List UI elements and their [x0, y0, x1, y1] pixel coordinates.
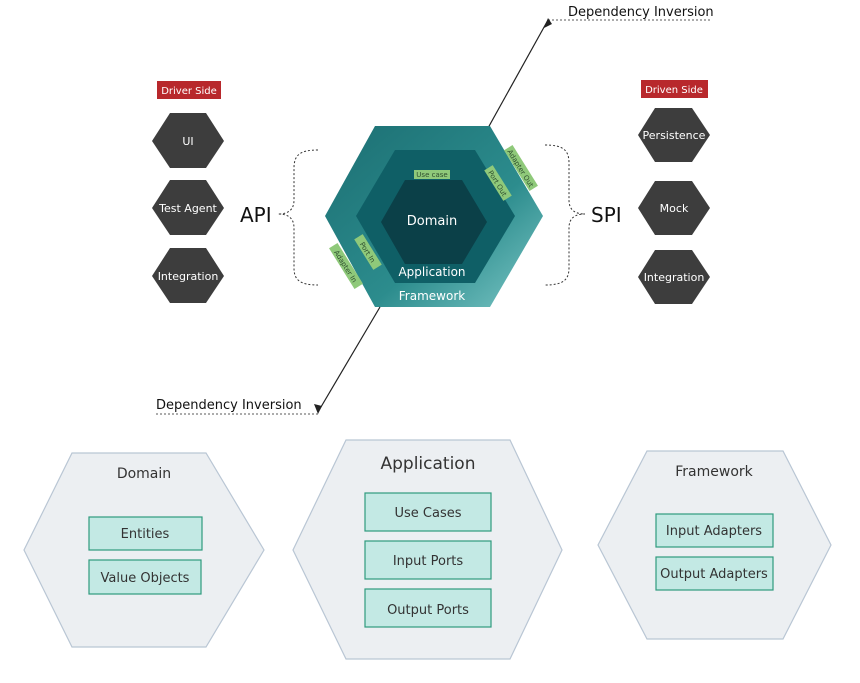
dependency-inversion-top-arrow: [487, 19, 549, 129]
framework-item-output-adapters: Output Adapters: [660, 567, 768, 582]
application-box-output-ports: [364, 588, 492, 628]
driven-side-label: Driven Side: [645, 85, 703, 96]
application-layer-label: Application: [398, 265, 465, 279]
driver-side-tag: [157, 81, 221, 99]
framework-panel-title: Framework: [675, 464, 753, 480]
central-hexagon: Framework Application Domain Use case Po…: [325, 126, 543, 307]
use-case-port-tag: [414, 170, 450, 179]
spi-brace: [544, 144, 586, 286]
arrowhead-top-icon: [544, 18, 552, 28]
driver-item-test-agent: Test Agent: [158, 202, 217, 215]
application-item-output-ports: Output Ports: [387, 603, 469, 618]
framework-box-output-adapters: [655, 556, 774, 591]
application-box-use-cases: [364, 492, 492, 532]
driven-item-mock: Mock: [660, 202, 689, 215]
domain-box-entities: [88, 516, 203, 551]
driven-hex-integration: [638, 250, 710, 304]
driver-hex-integration: [152, 248, 224, 303]
driven-item-integration: Integration: [644, 271, 705, 284]
api-brace: [277, 149, 319, 286]
domain-hex: [381, 180, 487, 264]
dependency-inversion-top: Dependency Inversion: [487, 5, 714, 129]
domain-panel: Domain Entities Value Objects: [23, 452, 265, 648]
dependency-inversion-bottom: Dependency Inversion: [156, 306, 381, 415]
dependency-inversion-top-label: Dependency Inversion: [568, 5, 714, 20]
driver-item-ui: UI: [182, 135, 193, 148]
application-box-input-ports: [364, 540, 492, 580]
domain-item-value-objects: Value Objects: [101, 571, 190, 586]
driver-side-label: Driver Side: [161, 86, 217, 97]
spi-label: SPI: [591, 203, 622, 227]
application-item-input-ports: Input Ports: [393, 554, 464, 569]
driver-hex-ui: [152, 113, 224, 168]
api-label: API: [240, 203, 272, 227]
application-panel: Application Use Cases Input Ports Output…: [292, 439, 563, 660]
framework-panel: Framework Input Adapters Output Adapters: [597, 450, 832, 640]
domain-item-entities: Entities: [121, 527, 170, 542]
dependency-inversion-bottom-arrow: [317, 306, 381, 413]
application-panel-title: Application: [381, 454, 476, 474]
driver-hex-test-agent: [152, 180, 224, 235]
application-item-use-cases: Use Cases: [394, 506, 461, 521]
driven-side-group: Driven Side Persistence Mock Integration: [638, 80, 710, 304]
domain-box-value-objects: [88, 559, 202, 595]
driven-side-tag: [641, 80, 708, 98]
domain-layer-label: Domain: [407, 214, 457, 229]
driver-item-integration: Integration: [158, 270, 219, 283]
arrowhead-bottom-icon: [314, 404, 322, 414]
driven-hex-persistence: [638, 108, 710, 162]
framework-item-input-adapters: Input Adapters: [666, 524, 762, 539]
domain-panel-title: Domain: [117, 466, 171, 482]
use-case-port-label: Use case: [416, 171, 447, 179]
dependency-inversion-bottom-label: Dependency Inversion: [156, 398, 302, 413]
framework-box-input-adapters: [655, 513, 774, 548]
framework-layer-label: Framework: [399, 289, 465, 303]
driver-side-group: Driver Side UI Test Agent Integration: [152, 81, 224, 303]
driven-item-persistence: Persistence: [643, 129, 706, 142]
driven-hex-mock: [638, 181, 710, 235]
